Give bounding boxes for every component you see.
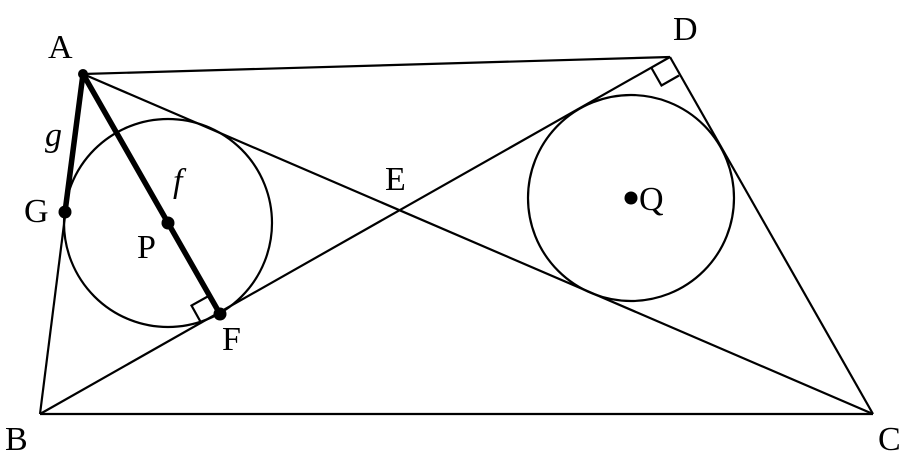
incircle-Q bbox=[526, 93, 736, 303]
incircle-P bbox=[62, 117, 274, 329]
right-angle-marker-F bbox=[190, 294, 211, 325]
point-F bbox=[213, 307, 227, 321]
segment-f bbox=[80, 71, 223, 317]
label-E: E bbox=[385, 161, 406, 198]
segment-g bbox=[62, 71, 86, 215]
label-g: g bbox=[45, 117, 62, 154]
label-f: f bbox=[173, 163, 187, 200]
point-G bbox=[58, 205, 72, 219]
point-P bbox=[161, 216, 175, 230]
diagonal-BD bbox=[39, 56, 671, 415]
label-P: P bbox=[137, 229, 156, 266]
label-G: G bbox=[24, 193, 49, 230]
label-Q: Q bbox=[639, 181, 664, 218]
label-C: C bbox=[878, 421, 901, 458]
label-A: A bbox=[48, 29, 73, 66]
label-F: F bbox=[222, 321, 241, 358]
side-DC bbox=[669, 56, 874, 415]
label-B: B bbox=[5, 421, 28, 458]
right-angle-marker-D bbox=[650, 67, 680, 88]
point-A bbox=[78, 69, 88, 79]
label-D: D bbox=[673, 11, 698, 48]
point-Q bbox=[624, 191, 638, 205]
side-AD bbox=[82, 55, 671, 76]
